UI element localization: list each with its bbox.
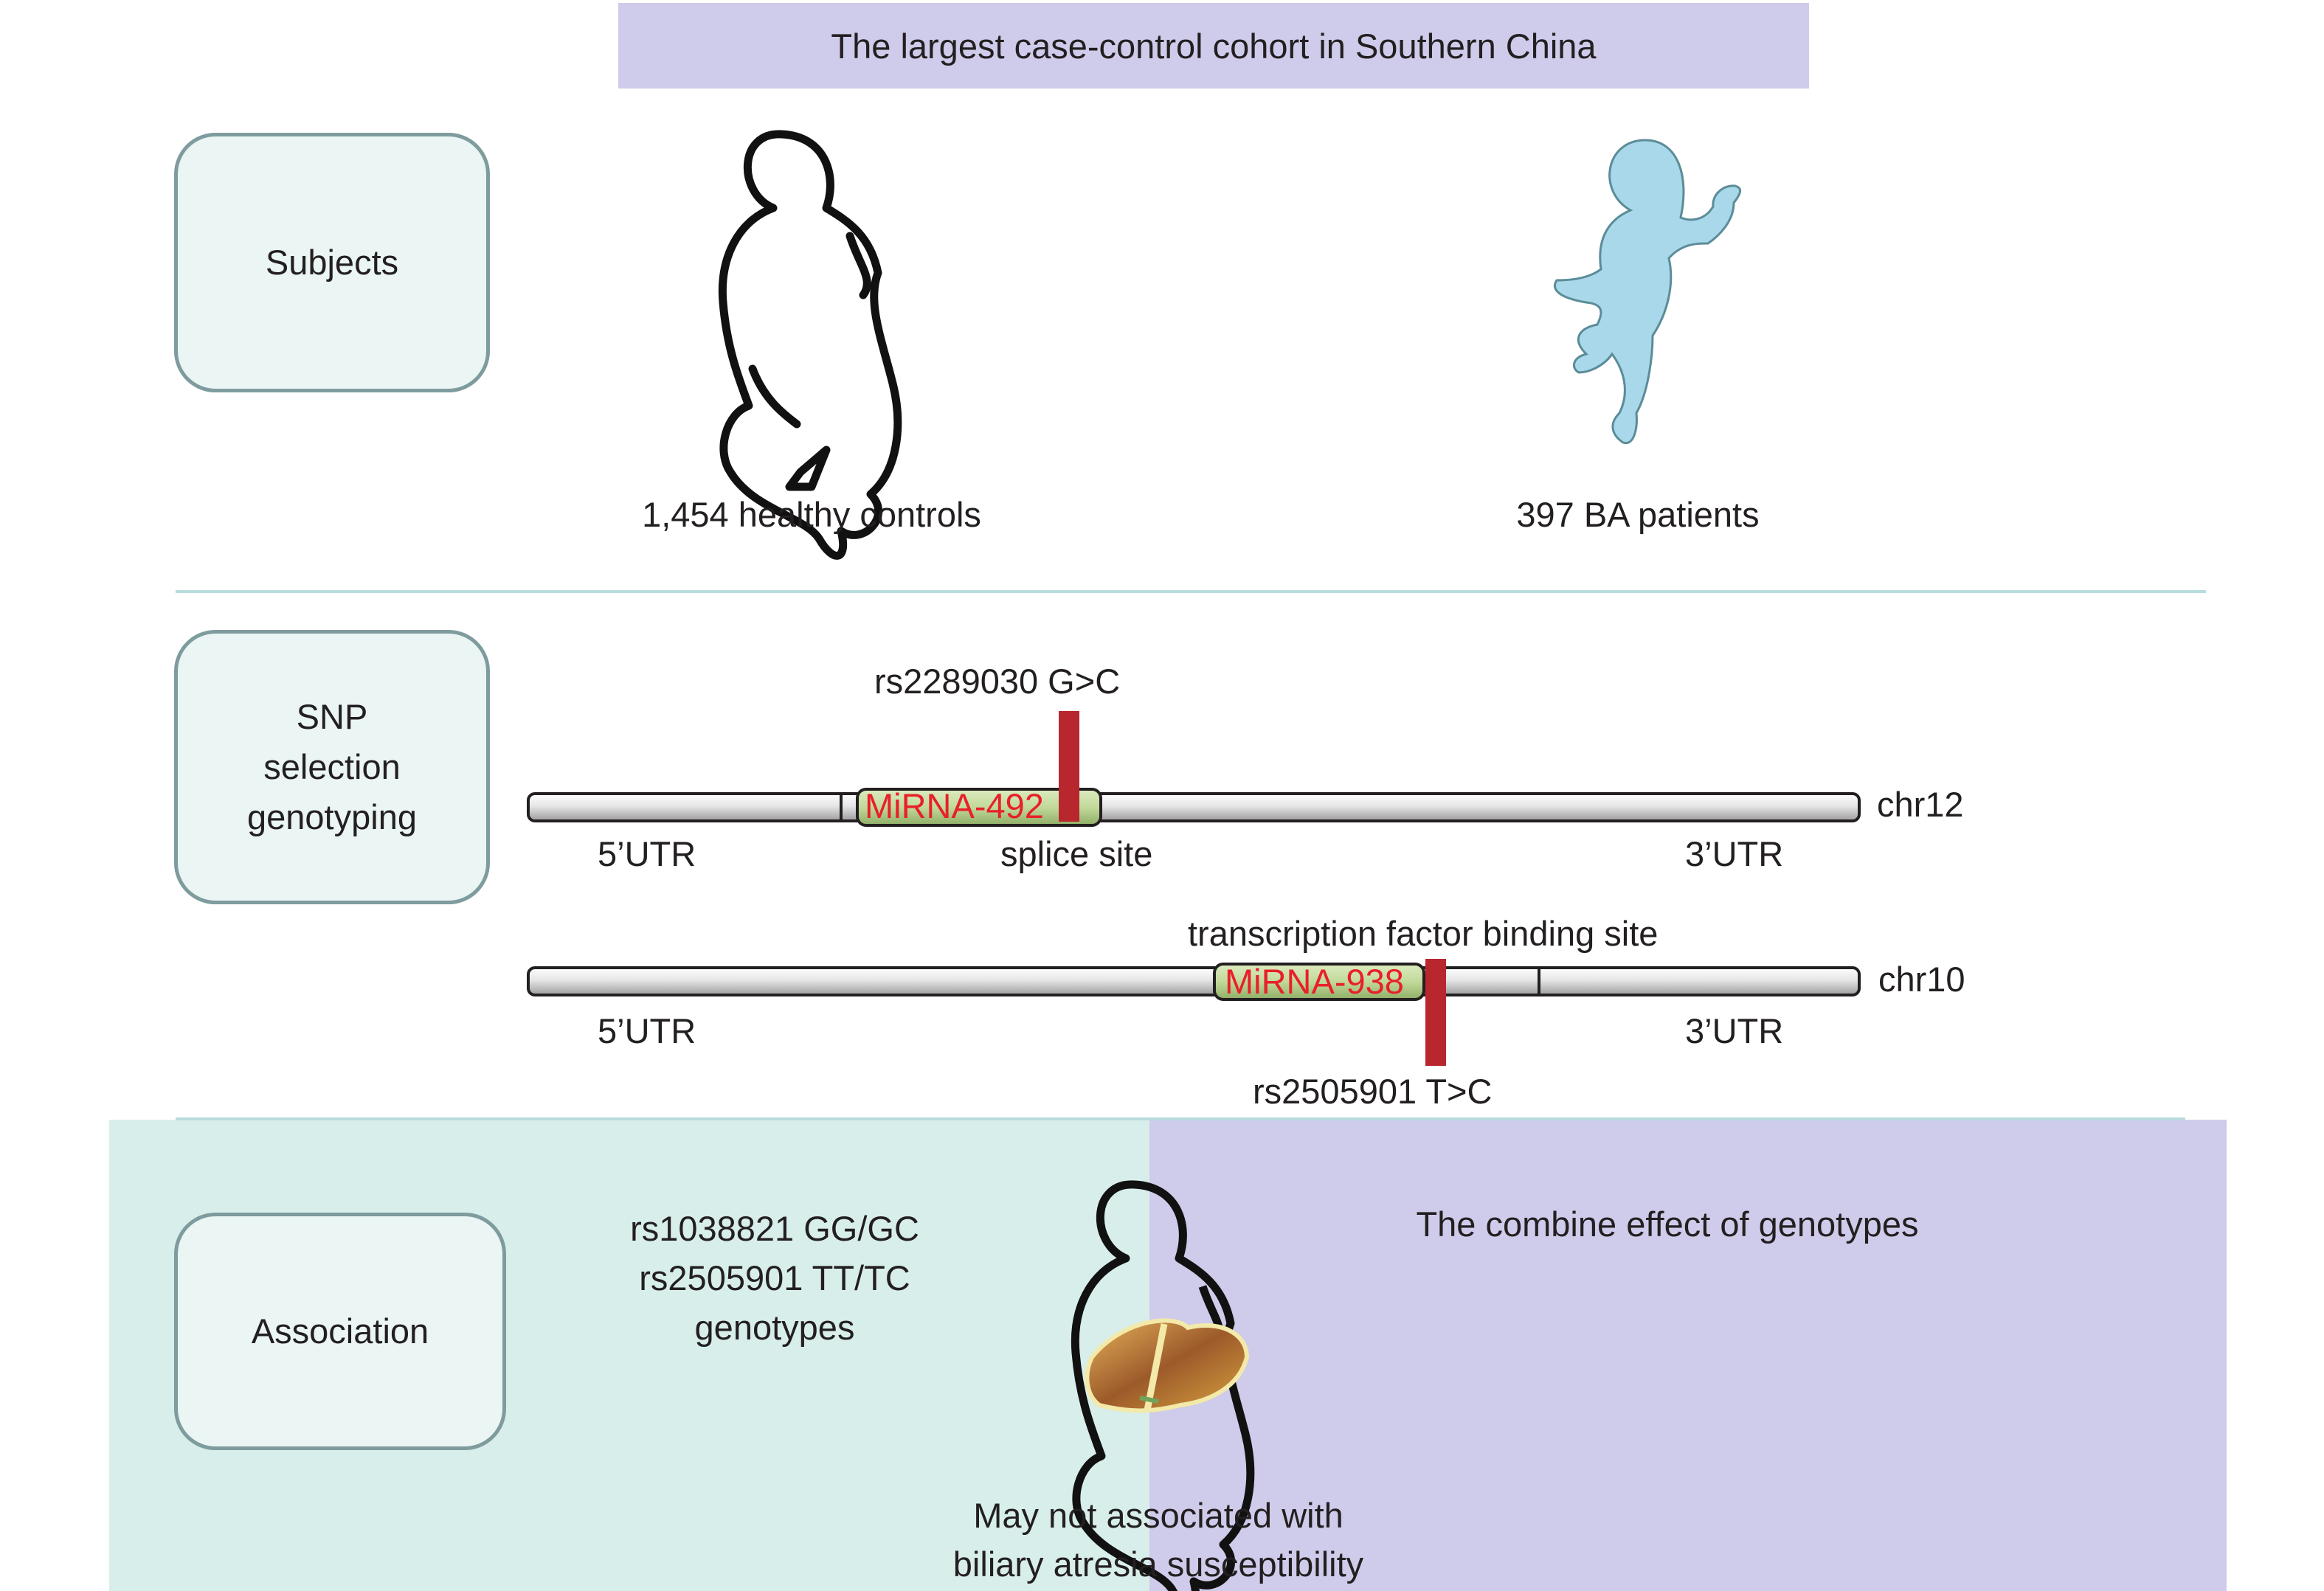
genotype-list: rs1038821 GG/GC rs2505901 TT/TC genotype… — [583, 1204, 966, 1352]
stage-label-subjects: Subjects — [265, 243, 399, 282]
snp-marker-rs2505901 — [1425, 959, 1446, 1066]
divider-subjects — [176, 590, 2206, 593]
conclusion-line: biliary atresia susceptibility — [952, 1545, 1364, 1584]
chromosome-label-chr10: chr10 — [1878, 960, 1965, 999]
site-label-chr10: transcription factor binding site — [1188, 914, 1659, 953]
combined-effect-label: The combine effect of genotypes — [1416, 1204, 1919, 1244]
snp-label-chr10: rs2505901 T>C — [1253, 1072, 1493, 1111]
title-band: The largest case-control cohort in South… — [618, 3, 1809, 89]
chr12-gene-bar — [527, 711, 1861, 827]
snp-label-chr12: rs2289030 G>C — [874, 662, 1121, 701]
conclusion-text: May not associated with biliary atresia … — [900, 1491, 1417, 1589]
snp-marker-rs2289030 — [1059, 711, 1079, 822]
conclusion-line: May not associated with — [973, 1496, 1343, 1535]
genotype-line: genotypes — [694, 1308, 855, 1347]
stage-box-subjects: Subjects — [174, 133, 490, 392]
infant-silhouette-icon — [1554, 139, 1741, 445]
genotype-line: rs2505901 TT/TC — [639, 1258, 910, 1297]
utr5-label-chr12: 5’UTR — [598, 834, 696, 873]
infant-liver-icon — [1071, 1180, 1255, 1591]
mirna-492-block — [856, 788, 1102, 827]
site-label-chr12: splice site — [1000, 834, 1153, 873]
patients-label: 397 BA patients — [1516, 495, 1760, 534]
utr5-label-chr10: 5’UTR — [598, 1011, 696, 1050]
stage-label-association: Association — [251, 1311, 429, 1351]
association-panel-right — [1149, 1120, 2227, 1591]
mirna-label-chr10: MiRNA-938 — [1225, 962, 1404, 1001]
chromosome-label-chr12: chr12 — [1877, 785, 1964, 824]
utr3-label-chr10: 3’UTR — [1685, 1011, 1784, 1050]
utr3-label-chr12: 3’UTR — [1685, 834, 1784, 873]
mirna-938-block — [1213, 963, 1425, 1001]
diagram-title: The largest case-control cohort in South… — [831, 26, 1597, 66]
chr10-gene-bar — [527, 959, 1861, 1066]
divider-snp — [176, 1117, 2185, 1120]
infant-outline-icon — [718, 130, 902, 560]
stage-box-snp: SNP selection genotyping — [174, 630, 490, 904]
mirna-label-chr12: MiRNA-492 — [865, 786, 1044, 825]
genotype-line: rs1038821 GG/GC — [630, 1209, 919, 1248]
controls-label: 1,454 healthy controls — [642, 495, 981, 534]
stage-box-association: Association — [174, 1213, 506, 1450]
stage-label-snp: SNP selection genotyping — [247, 697, 417, 836]
